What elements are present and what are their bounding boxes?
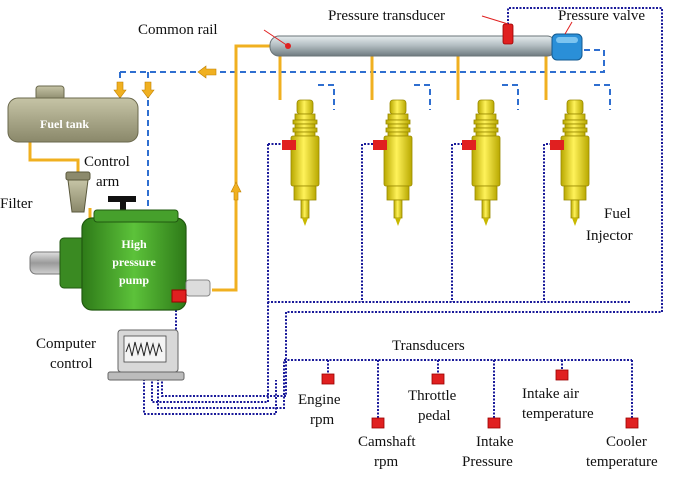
return-line-inj4 — [594, 84, 611, 110]
label-common-rail: Common rail — [138, 22, 218, 38]
control-arm — [108, 196, 136, 212]
label-pressure-transducer: Pressure transducer — [328, 8, 445, 24]
sensor-icon — [487, 417, 501, 429]
arrow-up-icon — [230, 181, 242, 201]
label-camshaft-rpm-2: rpm — [374, 454, 398, 470]
signal-line-rail-sensor — [161, 7, 663, 397]
label-engine-rpm-1: Engine — [298, 392, 341, 408]
fuel-line-pump-rail — [212, 44, 272, 292]
label-cooler-temp-1: Cooler — [606, 434, 647, 450]
fuel-injector-4 — [550, 99, 590, 227]
label-throttle-pedal-1: Throttle — [408, 388, 457, 404]
signal-line-injector-drops — [361, 144, 545, 302]
sensor-icon — [371, 417, 385, 429]
return-line-inj3 — [502, 84, 519, 110]
fuel-injector-2 — [373, 99, 413, 227]
sensor-icon — [373, 140, 387, 150]
pump-label-2: pressure — [112, 255, 156, 269]
labels: Common rail Pressure transducer Pressure… — [0, 8, 658, 470]
sensor-icon — [431, 373, 445, 385]
signal-line-injectors-to-ecu — [151, 302, 269, 403]
return-line-inj2 — [414, 84, 431, 110]
fuel-lines — [28, 44, 548, 292]
filter — [65, 171, 91, 213]
return-line-main — [120, 49, 605, 73]
pressure-valve — [551, 21, 583, 61]
label-intake-air-temp-2: temperature — [522, 406, 594, 422]
label-cooler-temp-2: temperature — [586, 454, 658, 470]
sensor-icon — [462, 140, 476, 150]
sensor-icon — [550, 140, 564, 150]
return-line-inj1 — [318, 84, 335, 110]
fuel-injector-3 — [462, 99, 501, 227]
fuel-injector-1 — [282, 99, 320, 227]
label-transducers: Transducers — [392, 338, 465, 354]
sensor-icon — [555, 369, 569, 381]
label-engine-rpm-2: rpm — [310, 412, 334, 428]
label-pressure-valve: Pressure valve — [558, 8, 645, 24]
return-lines — [119, 49, 611, 232]
label-computer-control-2: control — [50, 356, 93, 372]
label-computer-control-1: Computer — [36, 336, 96, 352]
sensor-icon — [321, 373, 335, 385]
pressure-transducer — [481, 15, 514, 45]
computer-control — [107, 329, 185, 381]
label-fuel-injector-2: Injector — [586, 228, 633, 244]
label-throttle-pedal-2: pedal — [418, 408, 450, 424]
label-control-arm-2: arm — [96, 174, 120, 190]
pump-label-1: High — [121, 237, 147, 251]
label-control-arm-1: Control — [84, 154, 130, 170]
fuel-line-tank-filter — [28, 140, 80, 172]
label-intake-pressure-2: Pressure — [462, 454, 513, 470]
arrow-down-icon — [113, 81, 127, 99]
fuel-tank-label: Fuel tank — [40, 117, 89, 131]
signal-line-transducer-drops — [327, 360, 633, 424]
high-pressure-pump: High pressure pump — [29, 209, 211, 311]
sensor-icon — [171, 289, 187, 303]
transducer-sensors — [321, 369, 639, 429]
label-camshaft-rpm-1: Camshaft — [358, 434, 416, 450]
signal-line-transducer-bus — [157, 359, 632, 409]
pump-label-3: pump — [119, 273, 149, 287]
label-intake-pressure-1: Intake — [476, 434, 514, 450]
label-fuel-injector-1: Fuel — [604, 206, 631, 222]
label-filter: Filter — [0, 196, 33, 212]
arrow-left-icon — [197, 65, 217, 79]
sensor-icon — [625, 417, 639, 429]
sensor-icon — [282, 140, 296, 150]
label-intake-air-temp-1: Intake air — [522, 386, 579, 402]
signal-lines — [143, 7, 663, 424]
signal-line-ecu-extra — [143, 372, 277, 415]
arrow-down-icon — [141, 81, 155, 99]
fuel-tank: Fuel tank — [7, 85, 139, 143]
